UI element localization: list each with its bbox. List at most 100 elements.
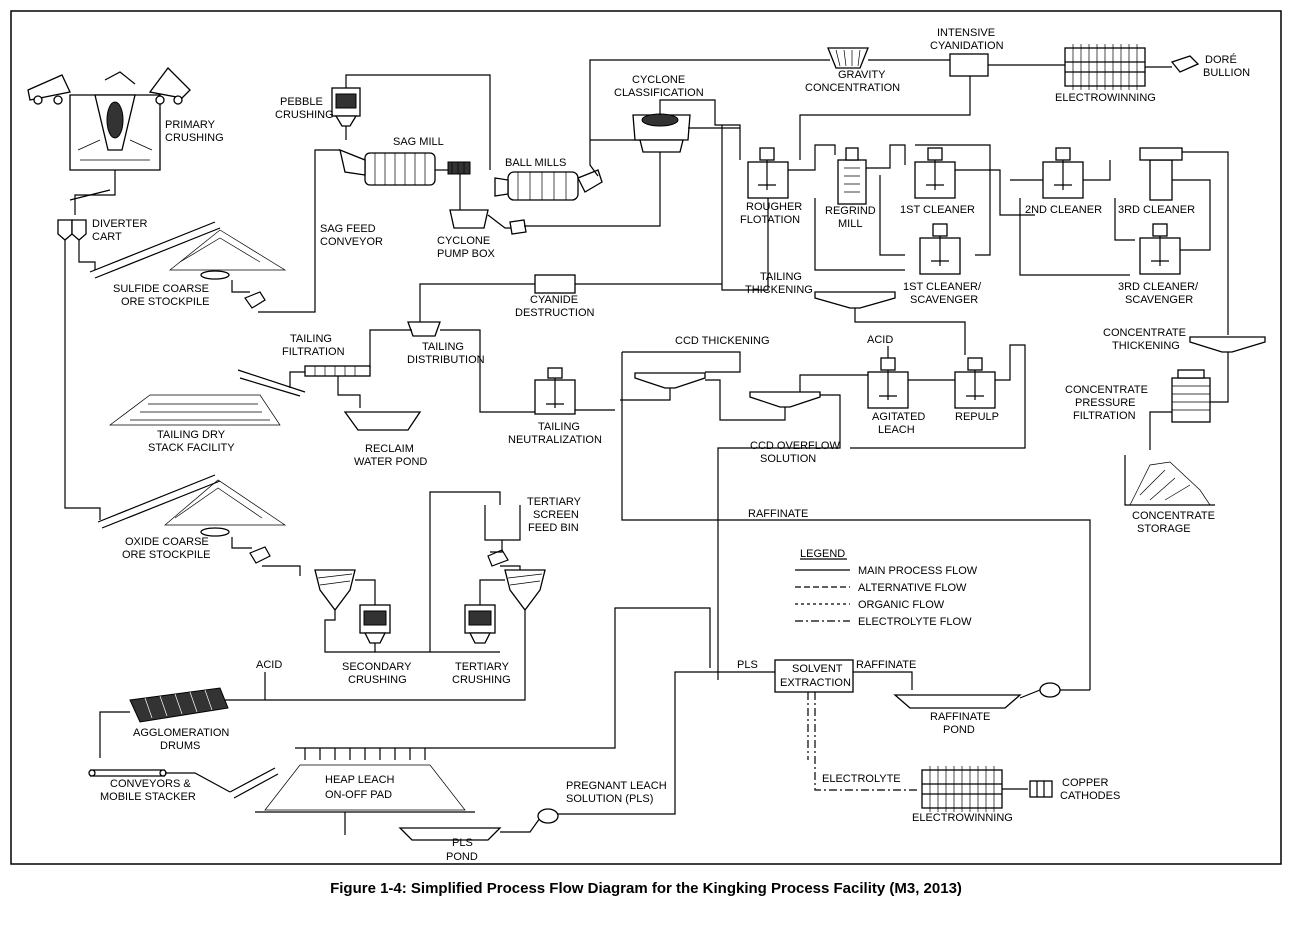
gravity-concentrator bbox=[827, 47, 869, 69]
ccd-thickener-2 bbox=[749, 391, 821, 408]
agitated-label-2: LEACH bbox=[878, 424, 915, 436]
tertiary-screen-feed-bin bbox=[484, 505, 521, 541]
electrolyte-label: ELECTROLYTE bbox=[822, 773, 901, 785]
conc-press-label-2: PRESSURE bbox=[1075, 397, 1136, 409]
tail-filt-label-1: TAILING bbox=[290, 333, 332, 345]
tail-neut-label-1: TAILING bbox=[538, 421, 580, 433]
tail-filt-label-2: FILTRATION bbox=[282, 346, 345, 358]
regrind-label-2: MILL bbox=[838, 218, 862, 230]
solvent-extraction-unit bbox=[774, 659, 854, 693]
primary-crusher bbox=[27, 67, 191, 171]
conc-press-label-3: FILTRATION bbox=[1073, 410, 1136, 422]
figure-caption: Figure 1-4: Simplified Process Flow Diag… bbox=[330, 880, 962, 897]
cleaner3-cell bbox=[1139, 147, 1183, 201]
conc-store-label-2: STORAGE bbox=[1137, 523, 1191, 535]
concentrate-pressure-filter bbox=[1171, 369, 1211, 423]
cyclone-pump-label-2: PUMP BOX bbox=[437, 248, 496, 260]
sag-feed-label-2: CONVEYOR bbox=[320, 236, 383, 248]
pregnant-label-2: SOLUTION (PLS) bbox=[566, 793, 653, 805]
dore-label-2: BULLION bbox=[1203, 67, 1250, 79]
secondary-screen bbox=[314, 569, 356, 612]
raffinate-pond-label-2: POND bbox=[943, 724, 975, 736]
primary-crushing-label-1: PRIMARY bbox=[165, 119, 216, 131]
cyclone-pump-box bbox=[449, 209, 489, 229]
electrowinning-top-label: ELECTROWINNING bbox=[1055, 92, 1156, 104]
heap-label-1: HEAP LEACH bbox=[325, 774, 395, 786]
repulp-tank bbox=[954, 357, 996, 409]
ball-mills-label: BALL MILLS bbox=[505, 157, 566, 169]
cyclone-class-label-1: CYCLONE bbox=[632, 74, 685, 86]
ccd-over-label-1: CCD OVERFLOW bbox=[750, 440, 840, 452]
legend-item-main: MAIN PROCESS FLOW bbox=[858, 565, 978, 577]
cleaner1-scav-label-2: SCAVENGER bbox=[910, 294, 978, 306]
tailing-thick-label-1: TAILING bbox=[760, 271, 802, 283]
cleaner1-scavenger-cell bbox=[919, 223, 961, 275]
pls-label: PLS bbox=[737, 659, 758, 671]
agglomeration-drums bbox=[129, 687, 229, 723]
secondary-label-2: CRUSHING bbox=[348, 674, 407, 686]
secondary-label-1: SECONDARY bbox=[342, 661, 412, 673]
legend: LEGEND MAIN PROCESS FLOW ALTERNATIVE FLO… bbox=[795, 548, 978, 628]
concentrate-storage bbox=[1124, 455, 1215, 506]
cyanide-destruction-unit bbox=[534, 274, 576, 294]
conveyors-mobile-stacker bbox=[88, 767, 279, 799]
tail-dry-label-2: STACK FACILITY bbox=[148, 442, 235, 454]
cyanide-label-2: DESTRUCTION bbox=[515, 307, 595, 319]
oxide-stockpile bbox=[97, 474, 287, 537]
pebble-label-2: CRUSHING bbox=[275, 109, 334, 121]
cleaner3-label: 3RD CLEANER bbox=[1118, 204, 1195, 216]
intensive-label-2: CYANIDATION bbox=[930, 40, 1004, 52]
raffinate-pond bbox=[893, 694, 1022, 709]
agitated-leach-tank bbox=[867, 357, 909, 409]
intensive-cyanidation-unit bbox=[949, 53, 989, 77]
regrind-label-1: REGRIND bbox=[825, 205, 876, 217]
oxide-label-2: ORE STOCKPILE bbox=[122, 549, 210, 561]
cyclone-classification bbox=[632, 113, 691, 153]
reclaim-water-pond bbox=[343, 411, 422, 431]
pls-pond bbox=[398, 827, 502, 841]
reclaim-label-1: RECLAIM bbox=[365, 443, 414, 455]
raffinate-se-label: RAFFINATE bbox=[856, 659, 916, 671]
intensive-label-1: INTENSIVE bbox=[937, 27, 995, 39]
tertiary-bin-label-2: SCREEN bbox=[533, 509, 579, 521]
diverter-label-2: CART bbox=[92, 231, 122, 243]
ccd-over-label-2: SOLUTION bbox=[760, 453, 816, 465]
cleaner1-cell bbox=[914, 147, 956, 199]
tail-neut-label-2: NEUTRALIZATION bbox=[508, 434, 602, 446]
repulp-label: REPULP bbox=[955, 411, 999, 423]
cleaner3-scav-label-1: 3RD CLEANER/ bbox=[1118, 281, 1199, 293]
tertiary-crusher bbox=[464, 604, 496, 644]
ccd-thickener-1 bbox=[634, 372, 706, 389]
secondary-crusher bbox=[359, 604, 391, 644]
sag-mill-label: SAG MILL bbox=[393, 136, 444, 148]
tail-dist-label-2: DISTRIBUTION bbox=[407, 354, 485, 366]
conveyors-label-1: CONVEYORS & bbox=[110, 778, 191, 790]
dore-label-1: DORÉ bbox=[1205, 53, 1237, 66]
tail-dist-label-1: TAILING bbox=[422, 341, 464, 353]
agglom-label-1: AGGLOMERATION bbox=[133, 727, 229, 739]
gravity-label-1: GRAVITY bbox=[838, 69, 886, 81]
cleaner1-label: 1ST CLEANER bbox=[900, 204, 975, 216]
conc-press-label-1: CONCENTRATE bbox=[1065, 384, 1148, 396]
cyclone-class-label-2: CLASSIFICATION bbox=[614, 87, 704, 99]
pls-pond-label-2: POND bbox=[446, 851, 478, 863]
cleaner3-scavenger-cell bbox=[1139, 223, 1181, 275]
ccd-thick-label: CCD THICKENING bbox=[675, 335, 770, 347]
copper-cathodes bbox=[1029, 780, 1053, 798]
tail-dry-label-1: TAILING DRY bbox=[157, 429, 226, 441]
rougher-flotation-cell bbox=[747, 147, 789, 199]
legend-item-electrolyte: ELECTROLYTE FLOW bbox=[858, 616, 972, 628]
pebble-crusher bbox=[331, 87, 361, 127]
legend-item-alternative: ALTERNATIVE FLOW bbox=[858, 582, 967, 594]
sulfide-label-1: SULFIDE COARSE bbox=[113, 283, 209, 295]
agglom-label-2: DRUMS bbox=[160, 740, 200, 752]
cyclone-pump-label-1: CYCLONE bbox=[437, 235, 490, 247]
solvent-label-1: SOLVENT bbox=[792, 663, 843, 675]
reclaim-label-2: WATER POND bbox=[354, 456, 427, 468]
heap-label-2: ON-OFF PAD bbox=[325, 789, 392, 801]
concentrate-thickener bbox=[1189, 336, 1266, 353]
solvent-label-2: EXTRACTION bbox=[780, 677, 851, 689]
cleaner2-cell bbox=[1042, 147, 1084, 199]
copper-label-2: CATHODES bbox=[1060, 790, 1120, 802]
